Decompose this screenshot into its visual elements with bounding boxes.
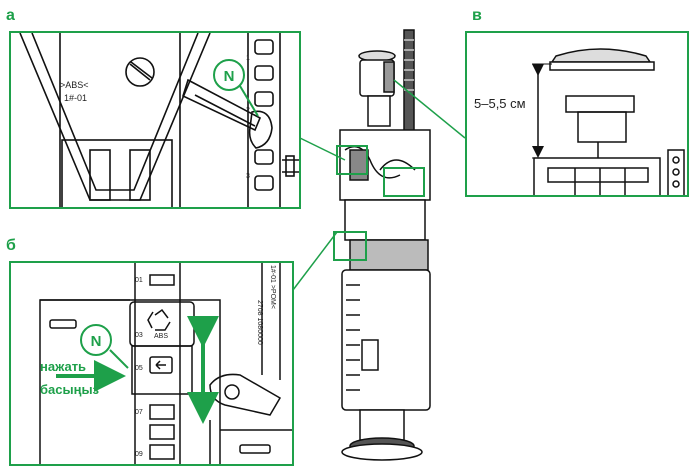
panel-b-frame: 01 03 05 07 09 ABS 1#-01 >POM< 2708 1080…: [9, 261, 294, 466]
panel-a-scale-3: 3: [246, 173, 250, 180]
panel-b-abs-label: ABS: [154, 333, 168, 340]
panel-a-frame: >ABS< 1#-01 1 2 3 N: [9, 31, 301, 209]
panel-b-side-text-2: 2708 1080000: [256, 300, 263, 345]
panel-b-scale-4: 07: [135, 409, 143, 416]
panel-a-scale-1: 1: [246, 55, 250, 62]
panel-a-scale-2: 2: [246, 107, 250, 114]
panel-c-letter: в: [472, 7, 482, 24]
panel-a-marker-circle: [213, 59, 245, 91]
panel-b-marker-circle: [80, 324, 112, 356]
highlight-box-c: [383, 167, 425, 197]
panel-a-part-num: 1#-01: [64, 93, 87, 103]
panel-a-letter: а: [6, 7, 15, 24]
panel-b-letter: б: [6, 237, 16, 254]
panel-b-marker: N: [91, 333, 102, 350]
panel-b-scale-3: 05: [135, 365, 143, 372]
highlight-box-b: [333, 231, 367, 261]
dimension-label: 5–5,5 см: [474, 96, 526, 111]
panel-b-scale-5: 09: [135, 451, 143, 458]
panel-c-frame: 5–5,5 см: [465, 31, 689, 197]
panel-b-scale-2: 03: [135, 332, 143, 339]
press-label-ru: нажать: [40, 359, 86, 374]
panel-b-side-text-1: 1#-01 >POM<: [269, 265, 276, 309]
panel-b-scale-1: 01: [135, 277, 143, 284]
center-flush-valve: [339, 29, 431, 461]
press-label-kz: басыңыз: [40, 382, 100, 397]
panel-a-marker: N: [224, 68, 235, 85]
highlight-box-a: [336, 145, 368, 175]
panel-a-part-code: >ABS<: [60, 80, 89, 90]
